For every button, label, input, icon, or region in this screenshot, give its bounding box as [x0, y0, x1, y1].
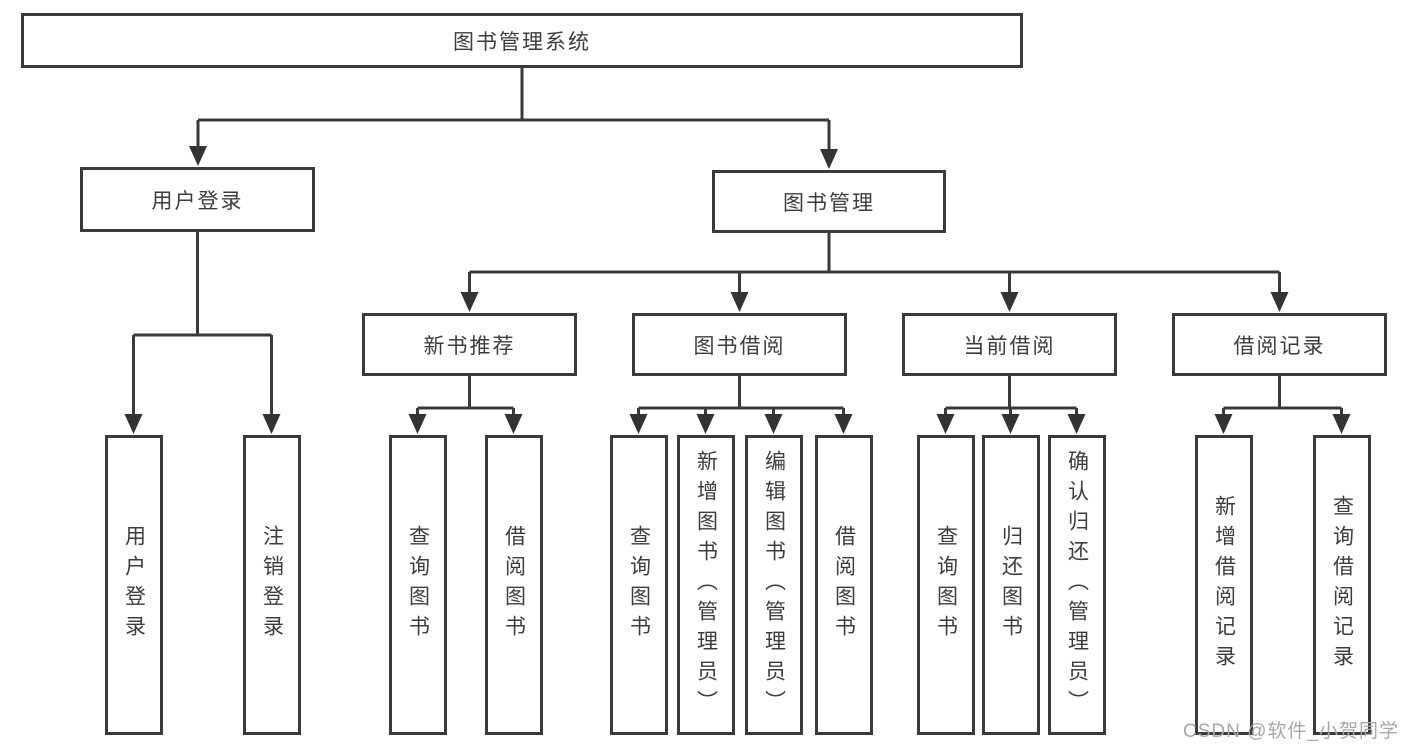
leaf-add-borrow-record: 新增借阅记录 — [1195, 435, 1253, 735]
node-label: 当前借阅 — [963, 334, 1056, 358]
node-label: 用户登录 — [151, 189, 244, 213]
leaf-query-books-borrow: 查询图书 — [610, 435, 668, 735]
node-label: 查询图书 — [406, 525, 430, 645]
leaf-confirm-return-admin: 确认归还（管理员） — [1048, 435, 1106, 735]
arrowheads — [124, 146, 1351, 434]
node-current-borrow: 当前借阅 — [902, 313, 1117, 376]
node-book-borrow: 图书借阅 — [632, 313, 847, 376]
node-label: 图书管理 — [783, 191, 875, 215]
node-label: 编辑图书（管理员） — [762, 450, 786, 720]
leaf-logout: 注销登录 — [243, 435, 301, 735]
node-borrow-records: 借阅记录 — [1172, 313, 1387, 376]
leaf-borrow-books: 借阅图书 — [815, 435, 873, 735]
leaf-add-books-admin: 新增图书（管理员） — [677, 435, 735, 735]
leaf-query-books-recommend: 查询图书 — [389, 435, 447, 735]
node-label: 图书借阅 — [693, 334, 786, 358]
node-label: 借阅图书 — [832, 525, 856, 645]
node-label: 用户登录 — [122, 525, 146, 645]
node-label: 查询借阅记录 — [1330, 495, 1354, 675]
node-label: 查询图书 — [627, 525, 651, 645]
leaf-query-books-current: 查询图书 — [917, 435, 975, 735]
leaf-edit-books-admin: 编辑图书（管理员） — [745, 435, 803, 735]
node-new-book-recommend: 新书推荐 — [362, 313, 577, 376]
node-user-login: 用户登录 — [80, 167, 315, 232]
node-label: 确认归还（管理员） — [1065, 450, 1089, 720]
leaf-return-books: 归还图书 — [982, 435, 1040, 735]
leaf-user-login: 用户登录 — [105, 435, 163, 735]
node-label: 新增借阅记录 — [1212, 495, 1236, 675]
leaf-query-borrow-record: 查询借阅记录 — [1313, 435, 1371, 735]
node-label: 借阅记录 — [1233, 334, 1326, 358]
node-label: 新书推荐 — [423, 334, 516, 358]
node-label: 图书管理系统 — [453, 30, 591, 54]
node-label: 借阅图书 — [502, 525, 526, 645]
node-book-management: 图书管理 — [712, 170, 946, 233]
node-label: 新增图书（管理员） — [694, 450, 718, 720]
csdn-watermark: CSDN @软件_小贺同学 — [1183, 721, 1399, 742]
node-label: 归还图书 — [999, 525, 1023, 645]
leaf-borrow-books-recommend: 借阅图书 — [485, 435, 543, 735]
node-label: 注销登录 — [260, 525, 284, 645]
node-library-management-system: 图书管理系统 — [21, 13, 1023, 68]
node-label: 查询图书 — [934, 525, 958, 645]
